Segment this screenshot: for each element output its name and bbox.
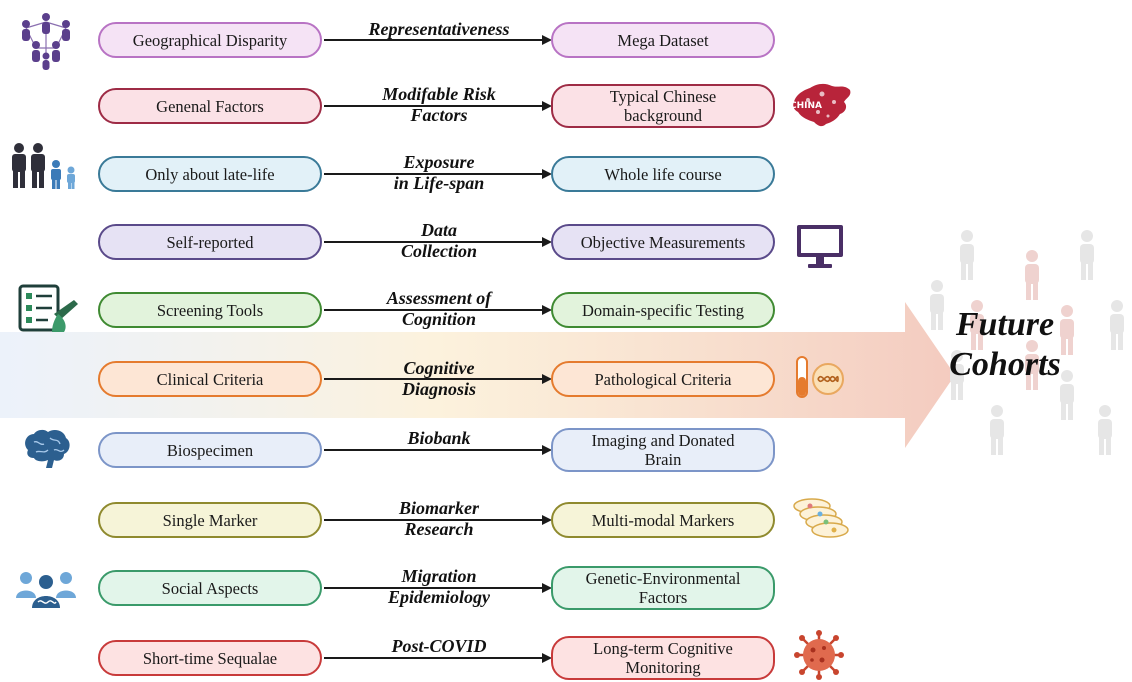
row-connector-label: Post-COVID [391, 636, 487, 656]
row-right-box: Pathological Criteria [551, 361, 775, 397]
row-covid: Short-time Sequalae Post-COVID Long-term… [0, 634, 900, 682]
row-biobank: Biospecimen Biobank Imaging and Donated … [0, 426, 900, 474]
row-left-box: Genenal Factors [98, 88, 322, 124]
checklist-icon [18, 284, 78, 332]
monitor-icon [797, 225, 843, 268]
row-right-box: Long-term Cognitive Monitoring [551, 636, 775, 680]
future-cohorts-title: Future Cohorts [949, 306, 1061, 383]
row-right-box: Objective Measurements [551, 224, 775, 260]
row-left-box: Social Aspects [98, 570, 322, 606]
row-right-box: Typical Chinese background [551, 84, 775, 128]
row-left-box: Clinical Criteria [98, 361, 322, 397]
row-left-box: Biospecimen [98, 432, 322, 468]
row-connector-label: Biomarker Research [398, 498, 479, 539]
people-dna-icon [16, 572, 76, 608]
row-factors: Genenal Factors Modifable Risk Factors T… [0, 82, 900, 130]
row-left-box: Only about late-life [98, 156, 322, 192]
row-biomarker: Single Marker Biomarker Research Multi-m… [0, 496, 900, 544]
row-connector-label: Exposure in Life-span [393, 152, 485, 193]
row-left-box: Screening Tools [98, 292, 322, 328]
row-connector-label: Assessment of Cognition [386, 288, 492, 329]
brain-icon [25, 429, 70, 468]
flow-band-arrow [0, 302, 955, 448]
row-connector-label: Modifable Risk Factors [382, 84, 496, 125]
row-data-collection: Self-reported Data Collection Objective … [0, 218, 900, 266]
row-right-box: Multi-modal Markers [551, 502, 775, 538]
china-map-icon: CHINA [790, 83, 851, 127]
row-connector-label: Representativeness [368, 19, 510, 39]
row-right-box: Mega Dataset [551, 22, 775, 58]
petri-dish-icon [793, 498, 849, 538]
row-life-course: Only about late-life Exposure in Life-sp… [0, 150, 900, 198]
row-geographical: Geographical Disparity Representativenes… [0, 16, 900, 64]
row-right-box: Whole life course [551, 156, 775, 192]
row-left-box: Short-time Sequalae [98, 640, 322, 676]
svg-text:CHINA: CHINA [790, 101, 822, 111]
row-left-box: Single Marker [98, 502, 322, 538]
virus-icon [794, 630, 844, 680]
comparison-rows: Geographical Disparity Representativenes… [0, 16, 900, 682]
family-icon [12, 143, 75, 189]
row-left-box: Geographical Disparity [98, 22, 322, 58]
row-connector-label: Biobank [407, 428, 471, 448]
test-tube-dna-icon [796, 356, 844, 398]
row-connector-label: Cognitive Diagnosis [401, 358, 477, 399]
row-connector-label: Data Collection [401, 220, 477, 261]
row-right-box: Genetic-Environmental Factors [551, 566, 775, 610]
people-network-icon [22, 13, 70, 70]
people-crowd-icon [930, 230, 1124, 455]
row-cognition: Screening Tools Assessment of Cognition … [0, 286, 900, 334]
row-right-box: Imaging and Donated Brain [551, 428, 775, 472]
row-migration: Social Aspects Migration Epidemiology Ge… [0, 564, 900, 612]
row-diagnosis: Clinical Criteria Cognitive Diagnosis Pa… [0, 355, 900, 403]
row-left-box: Self-reported [98, 224, 322, 260]
row-right-box: Domain-specific Testing [551, 292, 775, 328]
row-connector-label: Migration Epidemiology [388, 566, 490, 607]
